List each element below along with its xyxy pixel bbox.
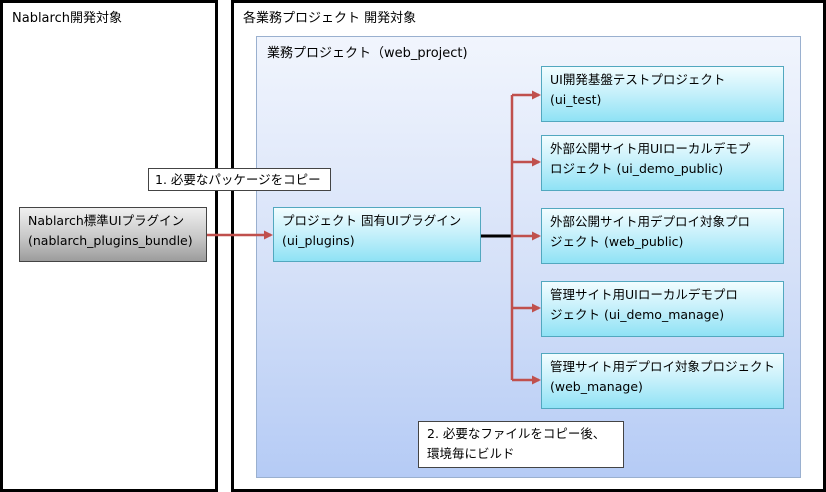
nablarch-frame-title: Nablarch開発対象	[12, 11, 122, 26]
copy-files-note-line2: 環境毎にビルド	[427, 446, 515, 461]
copy-files-note: 2. 必要なファイルをコピー後、 環境毎にビルド	[418, 421, 624, 468]
web-public-box: 外部公開サイト用デプロイ対象プロ ジェクト (web_public)	[541, 208, 784, 264]
ui-demo-public-box: 外部公開サイト用UIローカルデモプ ロジェクト (ui_demo_public)	[541, 135, 784, 191]
web-project-title: 業務プロジェクト（web_project)	[267, 46, 468, 61]
web-manage-name: 管理サイト用デプロイ対象プロジェクト	[550, 359, 776, 374]
nablarch-plugin-name: Nablarch標準UIプラグイン	[28, 213, 185, 228]
copy-packages-label: 1. 必要なパッケージをコピー	[148, 168, 331, 191]
ui-demo-manage-box: 管理サイト用UIローカルデモプロ ジェクト (ui_demo_manage)	[541, 281, 784, 337]
ui-test-box: UI開発基盤テストプロジェクト (ui_test)	[541, 66, 784, 122]
nablarch-plugin-box: Nablarch標準UIプラグイン (nablarch_plugins_bund…	[19, 207, 207, 262]
ui-demo-public-name: 外部公開サイト用UIローカルデモプ	[550, 141, 751, 156]
web-public-name: 外部公開サイト用デプロイ対象プロ	[550, 214, 751, 229]
ui-plugins-box: プロジェクト 固有UIプラグイン (ui_plugins)	[273, 207, 481, 262]
ui-demo-manage-name: 管理サイト用UIローカルデモプロ	[550, 287, 738, 302]
copy-files-note-line1: 2. 必要なファイルをコピー後、	[427, 426, 606, 441]
nablarch-plugin-id: (nablarch_plugins_bundle)	[28, 233, 193, 248]
business-frame-title: 各業務プロジェクト 開発対象	[243, 11, 417, 26]
ui-test-name: UI開発基盤テストプロジェクト	[550, 72, 726, 87]
web-public-id: ジェクト (web_public)	[550, 234, 684, 249]
ui-demo-public-id: ロジェクト (ui_demo_public)	[550, 161, 724, 176]
ui-test-id: (ui_test)	[550, 92, 602, 107]
web-manage-box: 管理サイト用デプロイ対象プロジェクト (web_manage)	[541, 353, 784, 409]
ui-demo-manage-id: ジェクト (ui_demo_manage)	[550, 307, 725, 322]
ui-plugins-id: (ui_plugins)	[282, 233, 355, 248]
web-manage-id: (web_manage)	[550, 379, 643, 394]
ui-plugins-name: プロジェクト 固有UIプラグイン	[282, 213, 462, 228]
